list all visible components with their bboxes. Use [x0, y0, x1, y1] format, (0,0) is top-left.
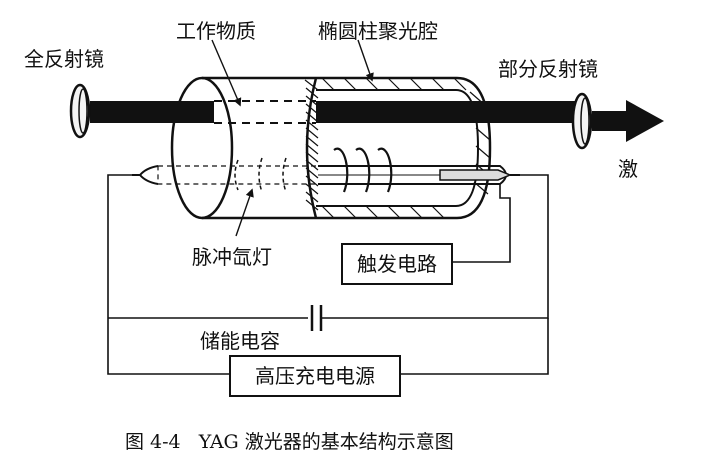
cavity-hatching — [304, 77, 491, 219]
laser-output-beam — [592, 100, 664, 142]
circuit-wiring — [107, 174, 549, 375]
figure-caption: 图 4-4 YAG 激光器的基本结构示意图 — [125, 431, 454, 453]
label-full-mirror: 全反射镜 — [24, 47, 104, 71]
label-laser-output: 激 — [618, 157, 638, 181]
label-hv-power-supply: 高压充电电源 — [255, 364, 375, 388]
label-partial-mirror: 部分反射镜 — [498, 57, 598, 81]
hv-power-supply-box — [229, 355, 401, 397]
leader-lines — [211, 39, 374, 237]
label-storage-capacitor: 储能电容 — [200, 329, 280, 353]
label-work-medium: 工作物质 — [176, 19, 256, 43]
partial-reflection-mirror — [571, 92, 593, 150]
flash-lamp — [132, 147, 520, 193]
cavity-cut-edge — [305, 77, 318, 219]
label-trigger-circuit: 触发电路 — [357, 252, 437, 276]
full-reflection-mirror — [69, 83, 91, 139]
label-flash-lamp: 脉冲氙灯 — [192, 245, 272, 269]
trigger-circuit-box — [341, 243, 453, 285]
laser-rod — [90, 100, 578, 124]
label-pump-cavity: 椭圆柱聚光腔 — [318, 19, 438, 43]
pump-cavity — [170, 76, 492, 220]
